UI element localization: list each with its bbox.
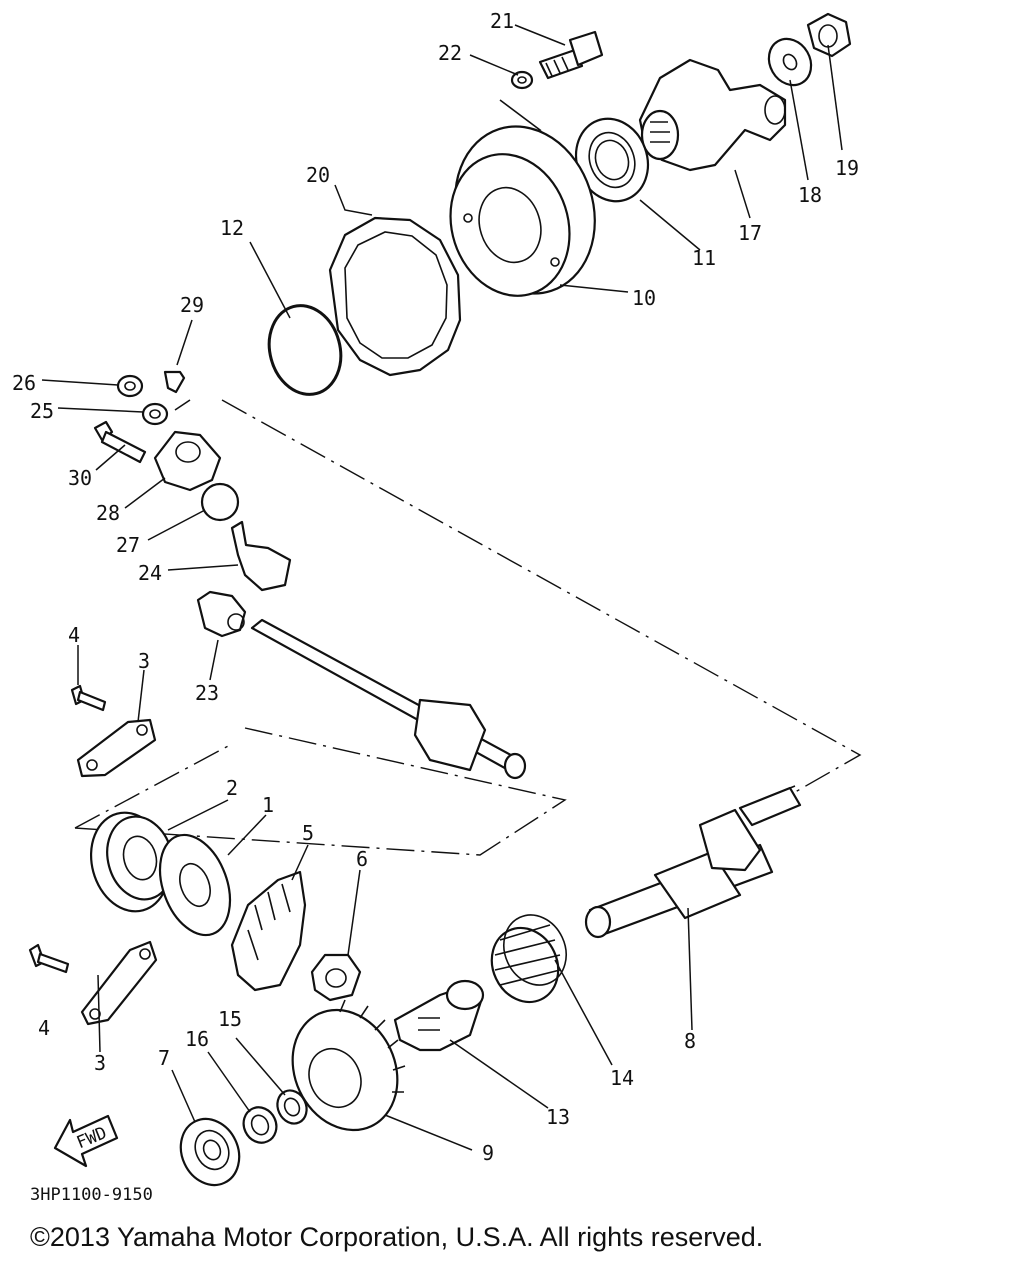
label-18: 18	[798, 183, 822, 207]
part-4-bolt-upper	[70, 684, 107, 712]
label-22: 22	[438, 41, 462, 65]
part-29-bolt	[163, 370, 186, 394]
label-23: 23	[195, 681, 219, 705]
part-2-bearing	[89, 811, 174, 913]
part-3-plate-upper	[76, 718, 157, 778]
label-21: 21	[490, 9, 514, 33]
part-19-nut	[806, 12, 852, 58]
label-3-lower: 3	[94, 1051, 106, 1075]
label-19: 19	[835, 156, 859, 180]
part-5-pinion-gear	[230, 870, 307, 992]
part-16-collar	[242, 1106, 278, 1144]
middle-drive-shaft	[250, 618, 527, 780]
label-10: 10	[632, 286, 656, 310]
label-28: 28	[96, 501, 120, 525]
assembly-centerlines	[74, 99, 862, 856]
label-11: 11	[692, 246, 716, 270]
part-23-gear	[196, 590, 247, 638]
part-9-ring-gear	[291, 999, 406, 1132]
copyright-notice: ©2013 Yamaha Motor Corporation, U.S.A. A…	[30, 1222, 764, 1252]
part-20-shim	[328, 216, 462, 377]
part-1-shim	[158, 833, 232, 937]
part-21-bolt	[538, 30, 604, 80]
label-24: 24	[138, 561, 162, 585]
part-7-bearing	[179, 1117, 241, 1187]
label-12: 12	[220, 216, 244, 240]
part-28-sleeve	[153, 430, 222, 492]
label-2: 2	[226, 776, 238, 800]
part-17-yoke	[638, 58, 787, 172]
label-30: 30	[68, 466, 92, 490]
part-26-washer	[116, 374, 144, 398]
label-13: 13	[546, 1105, 570, 1129]
part-18-washer	[767, 37, 813, 87]
part-10-bearing-housing	[449, 125, 596, 297]
label-6: 6	[356, 847, 368, 871]
label-5: 5	[302, 821, 314, 845]
label-17: 17	[738, 221, 762, 245]
part-24-gear	[230, 520, 292, 592]
drawing-code: 3HP1100-9150	[30, 1185, 153, 1205]
label-25: 25	[30, 399, 54, 423]
label-9: 9	[482, 1141, 494, 1165]
label-4-lower: 4	[38, 1016, 50, 1040]
part-30-bolt	[93, 420, 147, 464]
label-14: 14	[610, 1066, 634, 1090]
part-22-washer	[510, 70, 534, 90]
fwd-arrow-icon: FWD	[53, 1114, 119, 1168]
label-29: 29	[180, 293, 204, 317]
label-4-upper: 4	[68, 623, 80, 647]
part-4-bolt-lower	[28, 943, 70, 974]
part-14-spring	[490, 914, 567, 1004]
part-27-o-ring	[200, 482, 240, 522]
label-15: 15	[218, 1007, 242, 1031]
part-8-shaft	[584, 785, 802, 939]
part-6-nut	[310, 953, 362, 1002]
part-13-coupling	[393, 979, 485, 1052]
label-7: 7	[158, 1046, 170, 1070]
part-3-plate-lower	[80, 940, 158, 1026]
label-16: 16	[185, 1027, 209, 1051]
label-26: 26	[12, 371, 36, 395]
part-15-shim	[276, 1089, 308, 1125]
label-3-upper: 3	[138, 649, 150, 673]
label-8: 8	[684, 1029, 696, 1053]
label-20: 20	[306, 163, 330, 187]
leader-lines	[41, 24, 843, 1151]
label-1: 1	[262, 793, 274, 817]
part-12-o-ring	[267, 304, 343, 396]
part-25-washer	[141, 402, 169, 426]
label-27: 27	[116, 533, 140, 557]
part-11-oil-seal	[575, 117, 649, 203]
part-number-labels: 21 22 19 18 17 20 12 11 10 29 26 25 30 2…	[12, 9, 859, 1165]
